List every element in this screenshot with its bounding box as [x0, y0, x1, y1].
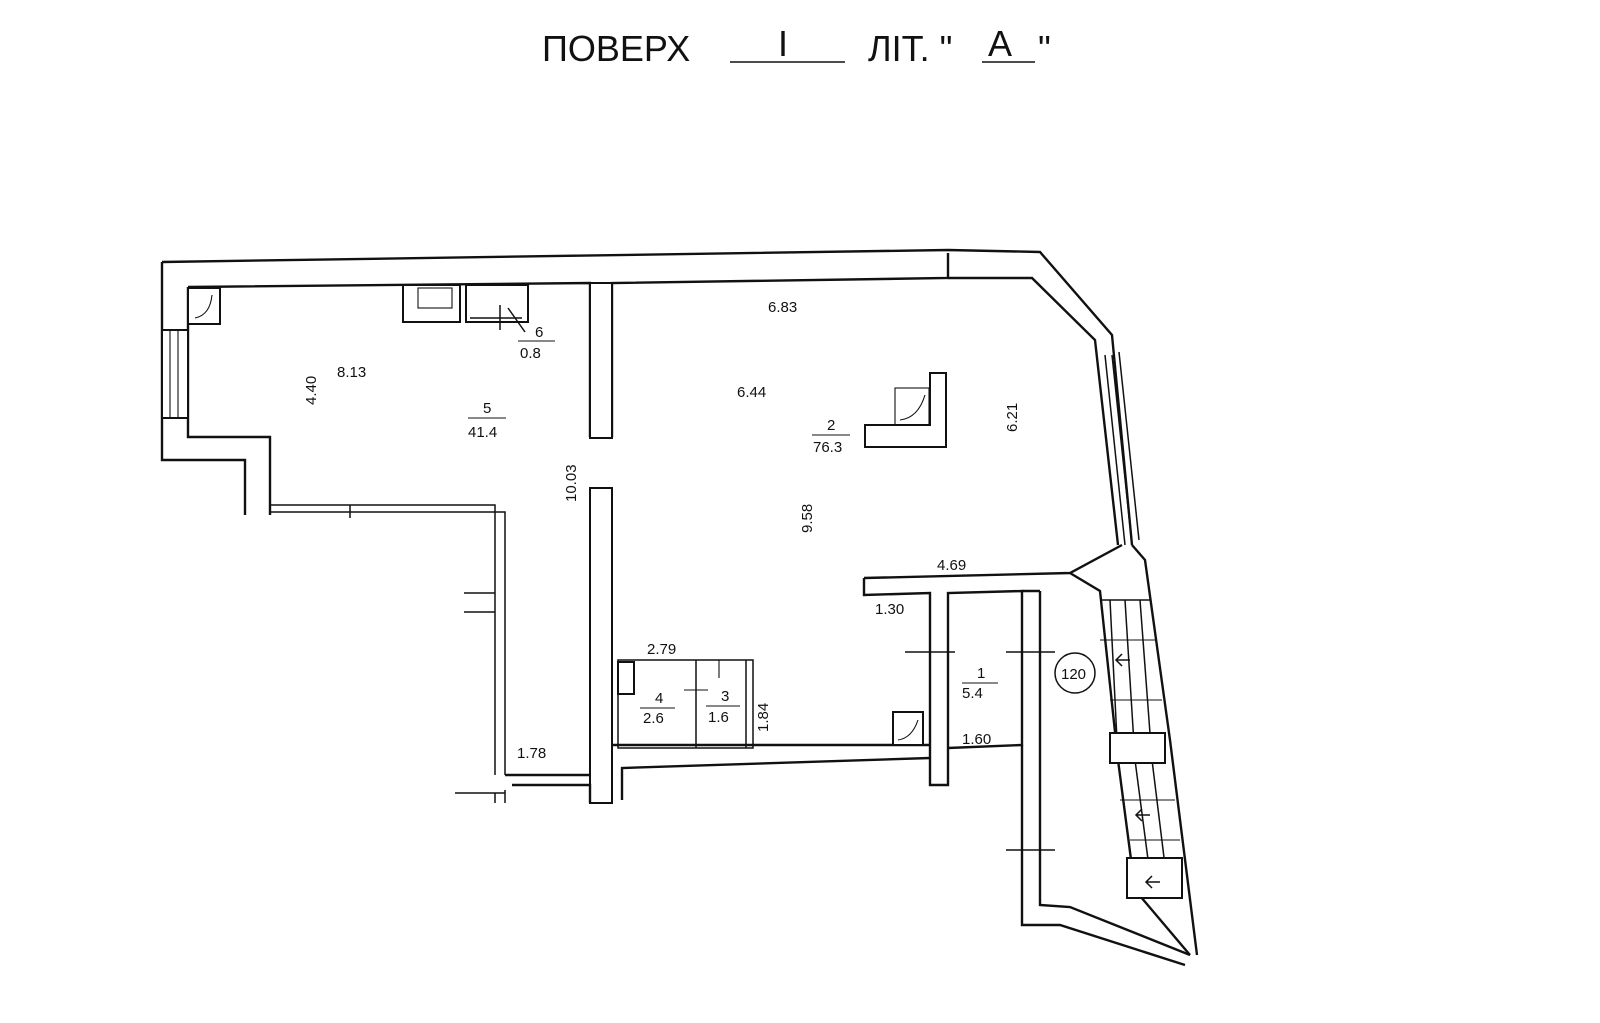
room3-number: 3	[721, 688, 729, 705]
sink-icon	[617, 661, 635, 695]
room5-number: 5	[483, 400, 491, 417]
room4-3-block	[617, 659, 754, 749]
plan-title: ПОВЕРХ I ЛІТ. " А "	[542, 23, 1051, 69]
arrow-left-icon	[1114, 653, 1130, 667]
letter-close: "	[1038, 28, 1051, 69]
room2-area: 76.3	[813, 439, 842, 456]
dim-1-30: 1.30	[875, 601, 904, 618]
dim-4-69: 4.69	[937, 557, 966, 574]
corridor-wall-outer	[1020, 745, 1186, 967]
room1-number: 1	[977, 665, 985, 682]
column-room2	[864, 372, 947, 448]
dim-4-40: 4.40	[303, 376, 320, 405]
marker-circle	[1054, 652, 1096, 694]
room3-area: 1.6	[708, 709, 729, 726]
niche-box	[402, 284, 461, 323]
dim-10-03: 10.03	[563, 464, 580, 502]
stair-landing	[1126, 857, 1183, 899]
room1-area: 5.4	[962, 685, 983, 702]
arrow-left-icon	[1144, 875, 1160, 889]
dim-9-58: 9.58	[799, 504, 816, 533]
room1-top-wall	[863, 543, 1123, 580]
fixture-room1	[892, 711, 924, 746]
fixtures	[187, 284, 1183, 899]
walls	[160, 248, 1199, 967]
dim-1-60: 1.60	[962, 731, 991, 748]
landing-fixture	[1109, 732, 1166, 764]
partition-room5-bottom-inner	[270, 511, 506, 775]
floor-label: ПОВЕРХ	[542, 28, 690, 69]
dim-6-83: 6.83	[768, 299, 797, 316]
window-angled	[1118, 351, 1140, 541]
room2-number: 2	[827, 417, 835, 434]
letter-label: ЛІТ. "	[868, 28, 952, 69]
floor-value: I	[778, 23, 788, 64]
outer-wall-top	[161, 248, 1134, 546]
marker-label: 120	[1061, 666, 1086, 683]
arrow-left-icon	[1134, 808, 1150, 822]
dimension-labels: 8.13 4.40 10.03 1.78 6.83 6.44 6.21 9.58…	[303, 299, 1021, 762]
bottom-wall-main-2	[620, 756, 931, 800]
inner-wall-top-right	[610, 253, 950, 437]
dim-6-21: 6.21	[1004, 403, 1021, 432]
window-left	[161, 329, 189, 419]
room6-area: 0.8	[520, 345, 541, 362]
dim-8-13: 8.13	[337, 364, 366, 381]
dim-1-84: 1.84	[755, 703, 772, 732]
room6-enclosure	[465, 284, 529, 323]
central-wall-upper	[589, 282, 613, 439]
corridor-wall	[1038, 591, 1191, 957]
room4-area: 2.6	[643, 710, 664, 727]
room1-top-wall-inner	[862, 578, 1024, 787]
room6-number: 6	[535, 324, 543, 341]
fixture-corner-left	[187, 287, 221, 325]
bottom-wall-left-2	[512, 783, 592, 803]
letter-value: А	[988, 23, 1012, 64]
central-wall-lower	[589, 487, 613, 804]
dim-2-79: 2.79	[647, 641, 676, 658]
room4-number: 4	[655, 690, 663, 707]
dim-6-44: 6.44	[737, 384, 766, 401]
room-labels: 5 41.4 6 0.8 2 76.3 4 2.6 3 1.6 1 5.4 12…	[468, 324, 1086, 727]
room5-area: 41.4	[468, 424, 497, 441]
partition-room5-bottom	[270, 504, 496, 775]
inner-wall-angled	[948, 276, 1120, 546]
dim-1-78: 1.78	[517, 745, 546, 762]
stair-outer	[1131, 544, 1199, 956]
